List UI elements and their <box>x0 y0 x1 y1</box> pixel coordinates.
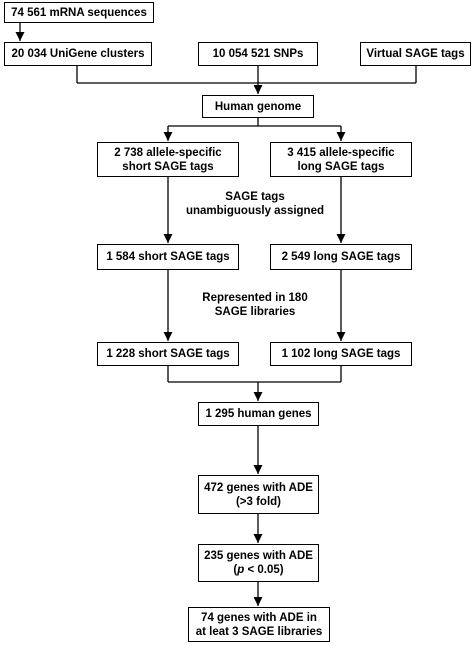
box-235-threshold: < 0.05) <box>244 564 284 576</box>
box-235-p-symbol: p <box>237 564 245 576</box>
box-unigene-clusters-label: 20 034 UniGene clusters <box>11 48 145 60</box>
box-2549-long-tags: 2 549 long SAGE tags <box>270 244 412 270</box>
box-virtual-sage-tags-label: Virtual SAGE tags <box>366 48 465 60</box>
box-snps-label: 10 054 521 SNPs <box>212 48 304 60</box>
box-mrna-sequences-label: 74 561 mRNA sequences <box>11 6 147 19</box>
box-235-line2: (p < 0.05) <box>233 563 283 577</box>
box-allele-specific-long: 3 415 allele-specific long SAGE tags <box>270 142 412 177</box>
box-1295-label: 1 295 human genes <box>205 408 312 420</box>
box-472-line2: (>3 fold) <box>235 495 282 508</box>
box-allele-short-line2: short SAGE tags <box>122 160 214 173</box>
box-74-line2: at leat 3 SAGE libraries <box>195 625 323 638</box>
box-74-genes-ade: 74 genes with ADE in at leat 3 SAGE libr… <box>188 607 330 642</box>
box-472-line1: 472 genes with ADE <box>204 481 313 494</box>
box-235-genes-ade: 235 genes with ADE (p < 0.05) <box>198 544 319 582</box>
box-1228-label: 1 228 short SAGE tags <box>106 348 230 360</box>
box-1295-human-genes: 1 295 human genes <box>198 402 319 426</box>
box-2549-label: 2 549 long SAGE tags <box>281 251 401 263</box>
box-human-genome: Human genome <box>202 95 314 118</box>
box-1102-long-tags: 1 102 long SAGE tags <box>270 342 412 366</box>
box-1584-short-tags: 1 584 short SAGE tags <box>97 244 239 270</box>
box-mrna-sequences: 74 561 mRNA sequences <box>4 2 154 23</box>
box-1102-label: 1 102 long SAGE tags <box>281 348 401 360</box>
note-represented-in-libraries: Represented in 180 SAGE libraries <box>170 291 340 319</box>
note-represented-line1: Represented in 180 <box>202 292 308 304</box>
box-1228-short-tags: 1 228 short SAGE tags <box>97 342 239 366</box>
box-human-genome-label: Human genome <box>214 100 302 113</box>
box-235-open-paren: ( <box>233 564 238 576</box>
box-235-line1: 235 genes with ADE <box>204 550 313 562</box>
box-1584-label: 1 584 short SAGE tags <box>106 251 230 263</box>
note-unambiguous-line1: SAGE tags <box>225 191 285 203</box>
box-74-line1: 74 genes with ADE in <box>201 611 317 624</box>
box-allele-long-line1: 3 415 allele-specific <box>287 146 395 159</box>
note-unambiguous-line2: unambiguously assigned <box>185 205 325 217</box>
note-represented-line2: SAGE libraries <box>214 306 296 318</box>
box-virtual-sage-tags: Virtual SAGE tags <box>360 42 471 66</box>
box-allele-short-line1: 2 738 allele-specific <box>114 146 222 159</box>
box-allele-specific-short: 2 738 allele-specific short SAGE tags <box>97 142 239 177</box>
box-allele-long-line2: long SAGE tags <box>297 160 385 173</box>
note-unambiguously-assigned: SAGE tags unambiguously assigned <box>170 190 340 218</box>
box-unigene-clusters: 20 034 UniGene clusters <box>4 42 152 66</box>
box-472-genes-ade: 472 genes with ADE (>3 fold) <box>198 475 319 514</box>
box-snps: 10 054 521 SNPs <box>198 42 318 66</box>
